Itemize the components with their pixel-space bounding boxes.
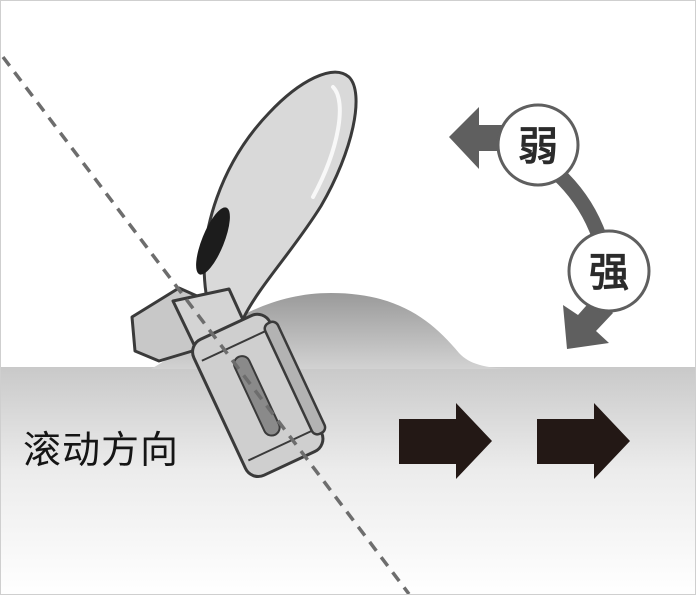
right-arrow-icon	[537, 403, 630, 479]
roller-side	[263, 320, 327, 436]
grip-slot	[196, 207, 230, 275]
left-arrowhead-icon	[449, 107, 511, 169]
roller-ridge	[201, 329, 268, 362]
weak-label: 弱	[518, 124, 558, 170]
right-arrow-icon	[399, 403, 492, 479]
strong-badge	[567, 229, 651, 313]
tool-handle	[189, 70, 358, 338]
roller-ridge	[247, 429, 315, 462]
ground-surface	[1, 367, 695, 594]
strong-label: 强	[589, 250, 629, 296]
tilt-axis-line	[1, 55, 411, 594]
tool-handle-highlight	[311, 85, 342, 199]
weak-badge	[496, 103, 580, 187]
rolling-direction-label: 滚动方向	[23, 428, 180, 472]
